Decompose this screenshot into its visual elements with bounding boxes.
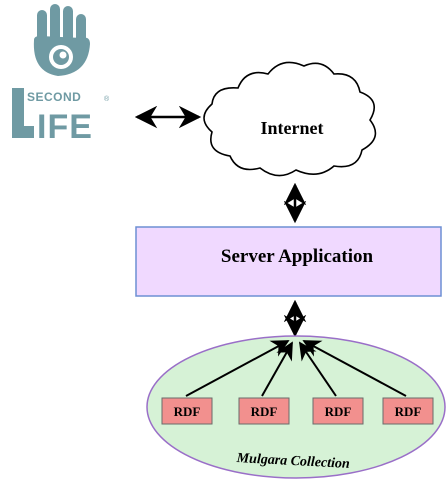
second-life-logo: SECOND ® IFE xyxy=(12,4,110,146)
rdf-label-1: RDF xyxy=(174,404,201,419)
logo-second-text: SECOND xyxy=(27,90,81,104)
hand-eye-icon xyxy=(33,4,90,76)
rdf-box-3: RDF xyxy=(312,397,364,425)
logo-letter-l xyxy=(12,88,34,138)
server-application-box xyxy=(135,226,442,297)
rdf-label-4: RDF xyxy=(395,404,422,419)
server-application-label: Server Application xyxy=(221,246,374,267)
rdf-arrow-4 xyxy=(302,340,407,397)
internet-cloud xyxy=(203,61,377,177)
rdf-arrow-1 xyxy=(185,340,290,397)
rdf-box-4: RDF xyxy=(382,397,434,425)
rdf-label-2: RDF xyxy=(251,404,278,419)
mulgara-collection-label: Mulgara Collection xyxy=(235,451,350,472)
rdf-arrow-2 xyxy=(261,341,293,397)
logo-life-text: IFE xyxy=(37,108,93,146)
rdf-box-2: RDF xyxy=(238,397,290,425)
rdf-box-1: RDF xyxy=(161,397,213,425)
mulgara-collection-ellipse xyxy=(146,335,446,479)
logo-registered-mark: ® xyxy=(104,95,110,103)
rdf-label-3: RDF xyxy=(325,404,352,419)
rdf-arrows xyxy=(185,340,407,397)
internet-label: Internet xyxy=(261,118,324,138)
